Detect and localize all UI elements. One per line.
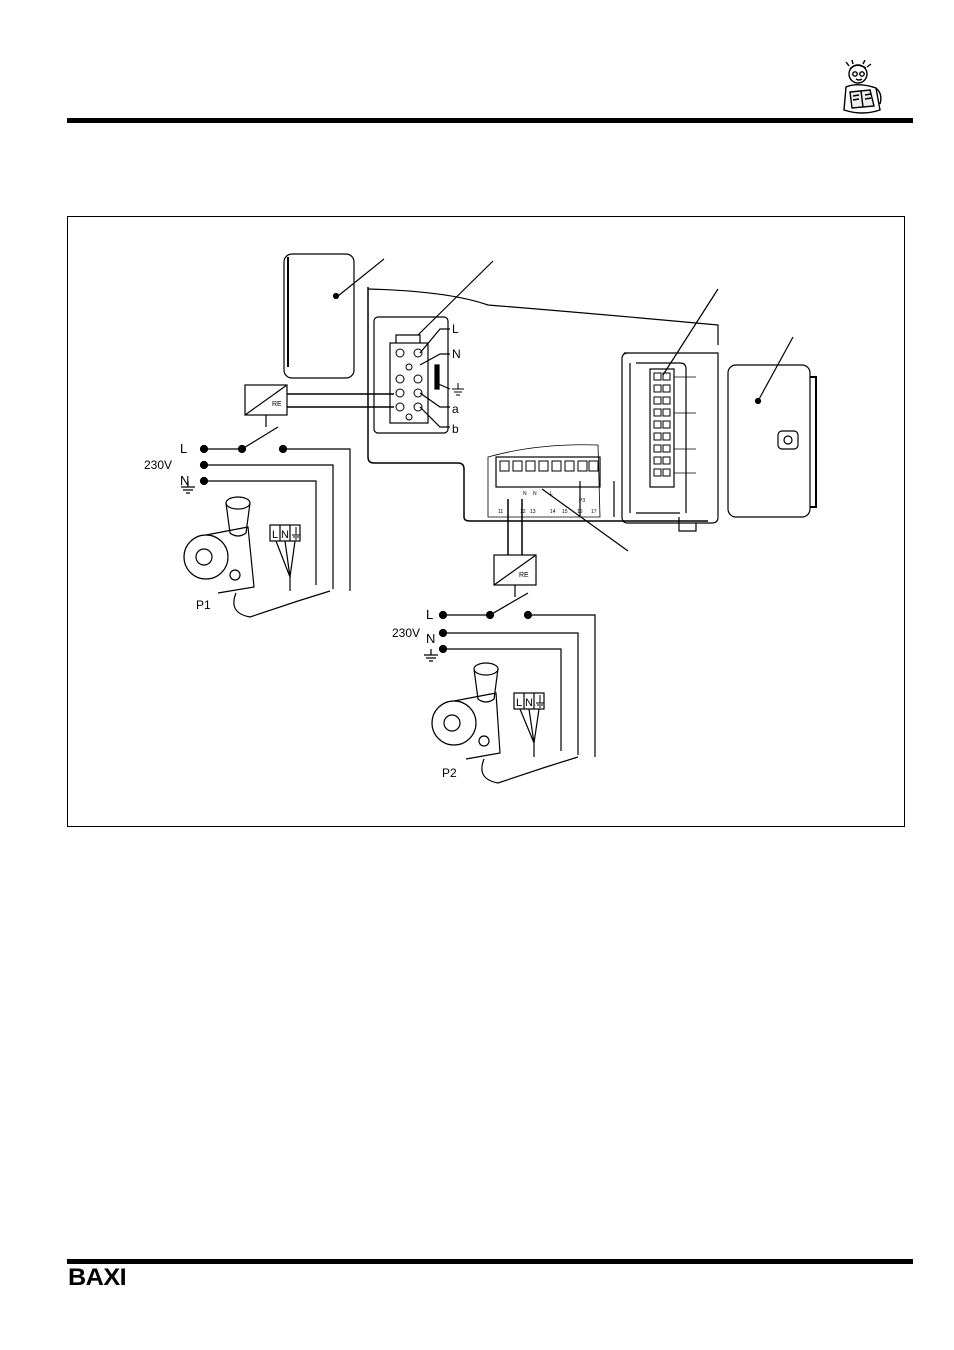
label-left-a: a: [452, 402, 459, 416]
p2-terminal-N: N: [525, 697, 533, 709]
baxi-logo: BAXI: [68, 1266, 126, 1290]
figure-frame: L N a b RE L 230V N L N P1 L 230V N RE L…: [67, 216, 905, 827]
p2-terminal-L: L: [516, 697, 522, 709]
terminal-mark-L: L: [550, 491, 553, 497]
left-terminal-block: [390, 343, 428, 423]
header-rule: [67, 118, 913, 123]
pump-p2-label: P2: [442, 766, 457, 780]
relay-1-label: RE: [272, 401, 282, 408]
terminal-mark-N1: N: [523, 491, 527, 497]
ground-symbol-icon: [452, 383, 464, 395]
circuit1-voltage: 230V: [144, 458, 172, 472]
pump-p1-label: P1: [196, 598, 211, 612]
relay-2-label: RE: [519, 572, 529, 579]
p1-terminal-N: N: [281, 529, 289, 541]
label-left-N: N: [452, 347, 461, 361]
terminal-number-16: 16: [577, 509, 583, 515]
circuit2-L: L: [426, 607, 433, 622]
label-left-L: L: [452, 322, 459, 336]
circuit1-L: L: [180, 441, 187, 456]
p1-terminal-L: L: [272, 529, 278, 541]
left-cover-panel: [284, 254, 354, 378]
terminal-number-14: 14: [550, 509, 556, 515]
terminal-number-12: 12: [520, 509, 526, 515]
wiring-diagram: L N a b RE L 230V N L N P1 L 230V N RE L…: [68, 217, 904, 826]
circuit2-N: N: [426, 631, 435, 646]
terminal-mark-N2: N: [533, 491, 537, 497]
terminal-mark-P3: P3: [579, 498, 585, 504]
label-left-b: b: [452, 422, 459, 436]
terminal-number-11: 11: [498, 509, 503, 515]
circuit1-N: N: [180, 473, 189, 488]
reading-technician-icon: [836, 60, 888, 116]
pump-p2: [432, 663, 578, 783]
terminal-number-15: 15: [562, 509, 568, 515]
terminal-number-13: 13: [530, 509, 536, 515]
footer-rule: [67, 1259, 913, 1264]
circuit2-voltage: 230V: [392, 626, 420, 640]
ground-symbol-icon: [292, 527, 544, 707]
terminal-number-17: 17: [591, 509, 597, 515]
